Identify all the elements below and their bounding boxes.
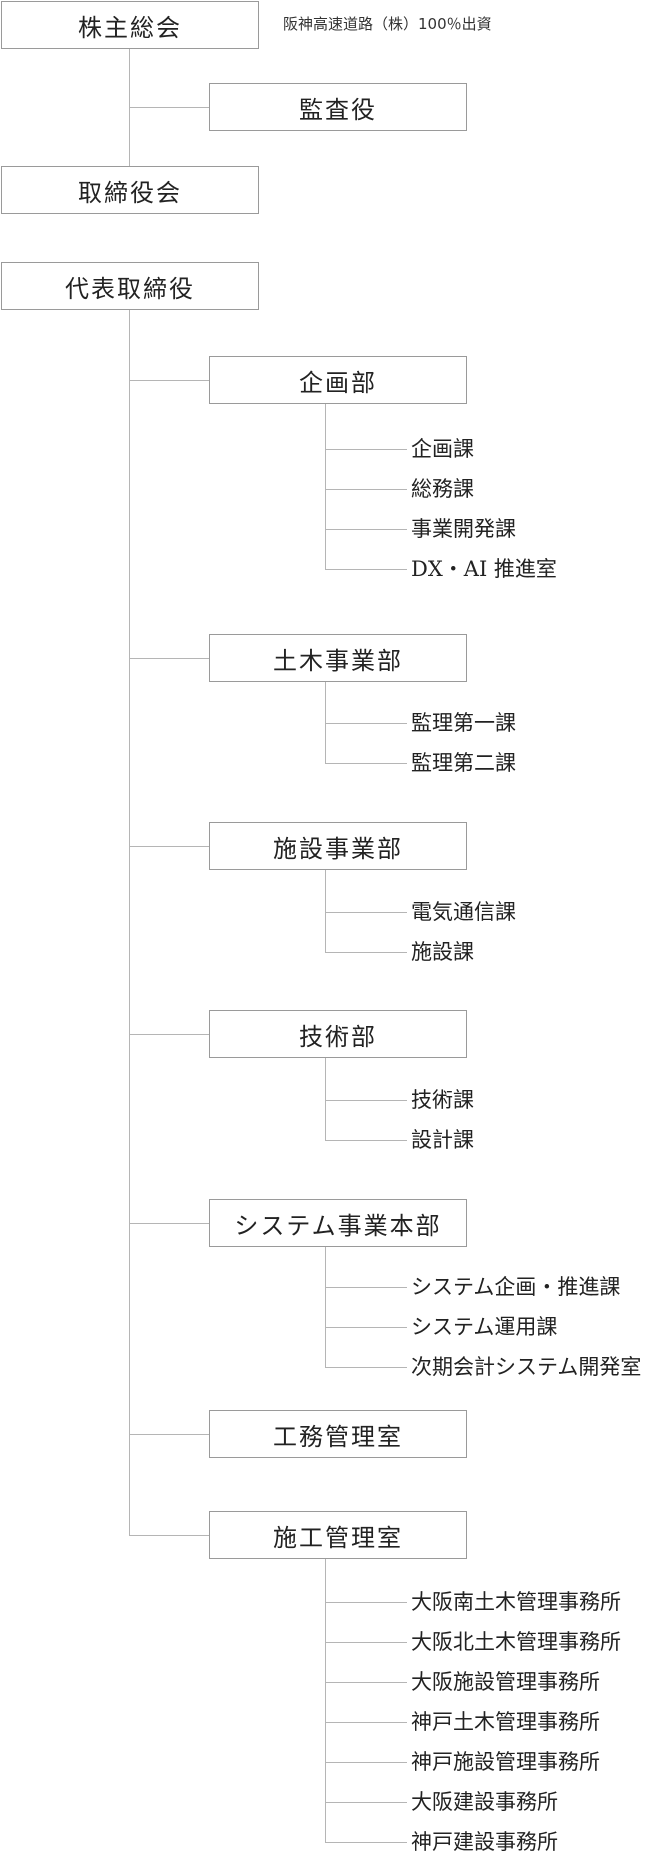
department-label: システム事業本部 <box>234 1211 442 1240</box>
connector-section <box>325 569 407 570</box>
connector-section <box>325 1327 407 1328</box>
department-box: 施設事業部 <box>209 822 467 870</box>
connector-section <box>325 1602 407 1603</box>
department-box: 施工管理室 <box>209 1511 467 1559</box>
department-box: 企画部 <box>209 356 467 404</box>
department-label: 施工管理室 <box>273 1523 403 1552</box>
section-label: 神戸土木管理事務所 <box>411 1710 600 1734</box>
connector-section <box>325 1287 407 1288</box>
connector-department <box>129 1034 209 1035</box>
connector-section <box>325 1100 407 1101</box>
connector-section <box>325 1140 407 1141</box>
ownership-note: 阪神高速道路（株）100％出資 <box>283 15 492 33</box>
section-label: 監理第一課 <box>411 711 516 735</box>
section-label: 大阪南土木管理事務所 <box>411 1590 621 1614</box>
connector-department <box>129 658 209 659</box>
section-label: 次期会計システム開発室 <box>411 1355 642 1379</box>
auditor-box: 監査役 <box>209 83 467 131</box>
connector-section <box>325 1842 407 1843</box>
section-label: 総務課 <box>411 477 474 501</box>
section-label: DX・AI 推進室 <box>411 557 557 581</box>
connector-section <box>325 529 407 530</box>
board-label: 取締役会 <box>78 178 182 207</box>
connector-section <box>325 1762 407 1763</box>
connector-section <box>325 449 407 450</box>
section-label: 技術課 <box>411 1088 474 1112</box>
section-label: 事業開発課 <box>411 517 516 541</box>
connector-section <box>325 1367 407 1368</box>
connector-section-trunk <box>325 1058 326 1140</box>
connector-section <box>325 1682 407 1683</box>
section-label: システム運用課 <box>411 1315 558 1339</box>
section-label: システム企画・推進課 <box>411 1275 621 1299</box>
connector-section <box>325 489 407 490</box>
connector-main-trunk <box>129 310 130 1536</box>
section-label: 大阪建設事務所 <box>411 1790 558 1814</box>
department-label: 土木事業部 <box>273 646 403 675</box>
department-label: 工務管理室 <box>273 1422 403 1451</box>
shareholders-label: 株主総会 <box>78 13 182 42</box>
department-box: 工務管理室 <box>209 1410 467 1458</box>
connector-department <box>129 380 209 381</box>
connector-department <box>129 1434 209 1435</box>
board-box: 取締役会 <box>1 166 259 214</box>
connector-section <box>325 1642 407 1643</box>
connector-section <box>325 1722 407 1723</box>
connector-section-trunk <box>325 1247 326 1367</box>
department-label: 技術部 <box>299 1022 377 1051</box>
section-label: 監理第二課 <box>411 751 516 775</box>
section-label: 企画課 <box>411 437 474 461</box>
section-label: 神戸建設事務所 <box>411 1830 558 1854</box>
connector-section <box>325 763 407 764</box>
section-label: 神戸施設管理事務所 <box>411 1750 600 1774</box>
connector-section-trunk <box>325 682 326 763</box>
connector-section <box>325 912 407 913</box>
department-box: システム事業本部 <box>209 1199 467 1247</box>
section-label: 設計課 <box>411 1128 474 1152</box>
section-label: 施設課 <box>411 940 474 964</box>
shareholders-box: 株主総会 <box>1 1 259 49</box>
section-label: 電気通信課 <box>411 900 516 924</box>
department-label: 企画部 <box>299 368 377 397</box>
section-label: 大阪施設管理事務所 <box>411 1670 600 1694</box>
connector-section <box>325 952 407 953</box>
president-box: 代表取締役 <box>1 262 259 310</box>
president-label: 代表取締役 <box>65 274 195 303</box>
connector-section <box>325 1802 407 1803</box>
connector-auditor <box>129 107 209 108</box>
connector-department <box>129 1535 209 1536</box>
connector-section-trunk <box>325 870 326 952</box>
auditor-label: 監査役 <box>299 95 377 124</box>
connector-section-trunk <box>325 1559 326 1842</box>
department-label: 施設事業部 <box>273 834 403 863</box>
department-box: 技術部 <box>209 1010 467 1058</box>
department-box: 土木事業部 <box>209 634 467 682</box>
connector-department <box>129 1223 209 1224</box>
connector-section-trunk <box>325 404 326 569</box>
section-label: 大阪北土木管理事務所 <box>411 1630 621 1654</box>
connector-section <box>325 723 407 724</box>
connector-department <box>129 846 209 847</box>
